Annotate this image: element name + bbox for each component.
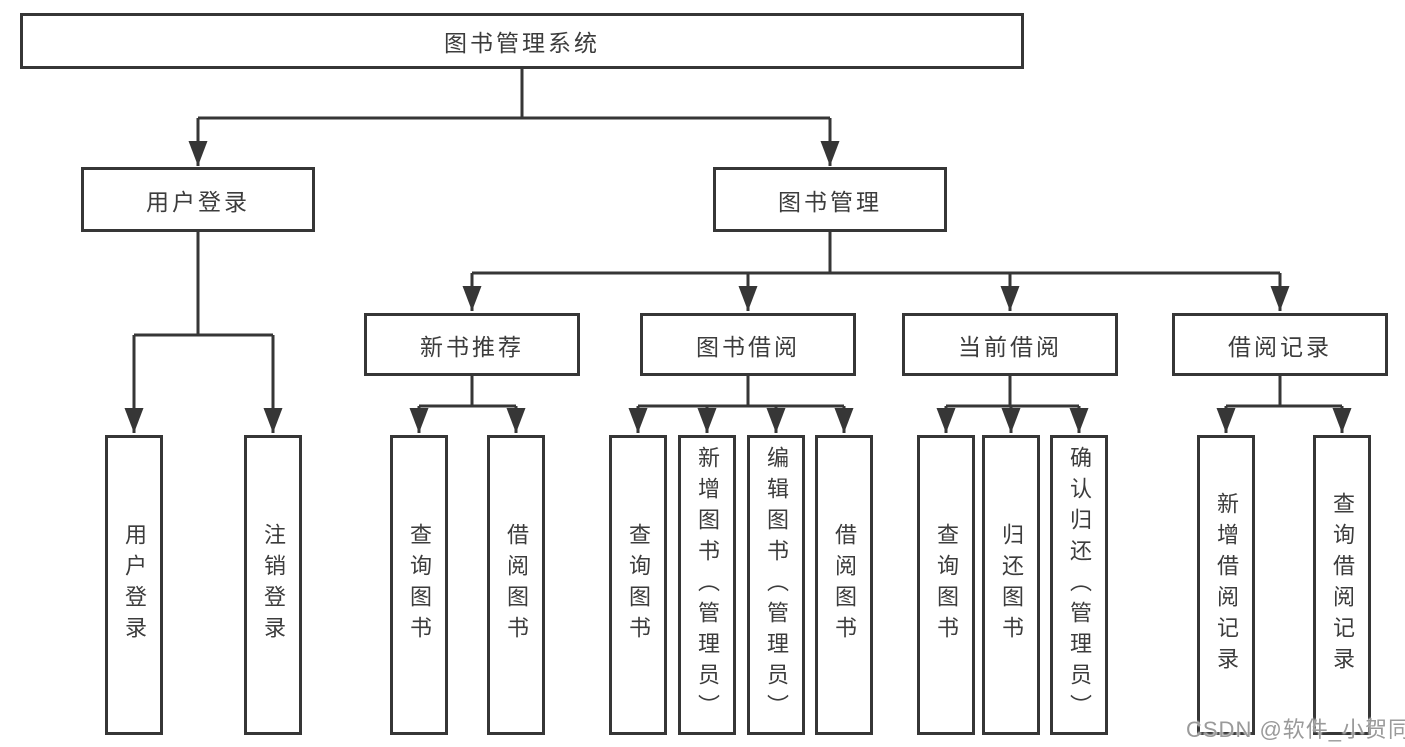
leaf-newbook-borrow-books-label: 借阅图书 (504, 523, 529, 647)
leaf-borrow-borrow-books: 借阅图书 (815, 435, 873, 735)
node-current-borrow-label: 当前借阅 (958, 333, 1062, 360)
leaf-newbook-query-books: 查询图书 (390, 435, 448, 735)
connector-newbook-to-leaves (409, 376, 526, 433)
node-root: 图书管理系统 (20, 13, 1024, 69)
leaf-borrow-borrow-books-label: 借阅图书 (832, 523, 857, 647)
leaf-add-books-admin-label: 新增图书（管理员） (695, 445, 720, 725)
leaf-add-borrow-record: 新增借阅记录 (1197, 435, 1255, 735)
leaf-return-books: 归还图书 (982, 435, 1040, 735)
node-root-label: 图书管理系统 (444, 30, 600, 56)
node-current-borrow: 当前借阅 (902, 313, 1118, 376)
csdn-watermark: CSDN @软件_小贺同学 (1186, 717, 1405, 742)
connector-book-mgmt-to-level3 (462, 232, 1290, 311)
leaf-add-borrow-record-label: 新增借阅记录 (1214, 492, 1239, 678)
connector-borrowrecords-to-leaves (1216, 376, 1352, 433)
leaf-user-login: 用户登录 (105, 435, 163, 735)
leaf-newbook-borrow-books: 借阅图书 (487, 435, 545, 735)
leaf-edit-books-admin: 编辑图书（管理员） (747, 435, 805, 735)
node-book-management: 图书管理 (713, 167, 947, 232)
node-borrow-records: 借阅记录 (1172, 313, 1388, 376)
connector-root-to-level2 (188, 69, 840, 166)
node-book-borrow: 图书借阅 (640, 313, 856, 376)
connector-currentborrow-to-leaves (936, 376, 1089, 433)
leaf-borrow-query-books: 查询图书 (609, 435, 667, 735)
connector-user-login-to-leaves (124, 232, 283, 433)
leaf-current-query-books: 查询图书 (917, 435, 975, 735)
leaf-borrow-query-books-label: 查询图书 (626, 523, 651, 647)
node-new-book-recommend: 新书推荐 (364, 313, 580, 376)
connector-bookborrow-to-leaves (628, 376, 854, 433)
leaf-user-login-label: 用户登录 (122, 523, 147, 647)
leaf-current-query-books-label: 查询图书 (934, 523, 959, 647)
leaf-logout: 注销登录 (244, 435, 302, 735)
node-user-login: 用户登录 (81, 167, 315, 232)
leaf-query-borrow-record: 查询借阅记录 (1313, 435, 1371, 735)
node-book-borrow-label: 图书借阅 (696, 333, 800, 360)
leaf-newbook-query-books-label: 查询图书 (407, 523, 432, 647)
node-user-login-label: 用户登录 (146, 188, 250, 215)
leaf-return-books-label: 归还图书 (999, 523, 1024, 647)
leaf-edit-books-admin-label: 编辑图书（管理员） (764, 445, 789, 725)
leaf-add-books-admin: 新增图书（管理员） (678, 435, 736, 735)
node-borrow-records-label: 借阅记录 (1228, 333, 1332, 360)
leaf-confirm-return-admin-label: 确认归还（管理员） (1067, 445, 1092, 725)
leaf-logout-label: 注销登录 (261, 523, 286, 647)
node-new-book-recommend-label: 新书推荐 (420, 333, 524, 360)
node-book-management-label: 图书管理 (778, 188, 882, 215)
leaf-query-borrow-record-label: 查询借阅记录 (1330, 492, 1355, 678)
leaf-confirm-return-admin: 确认归还（管理员） (1050, 435, 1108, 735)
